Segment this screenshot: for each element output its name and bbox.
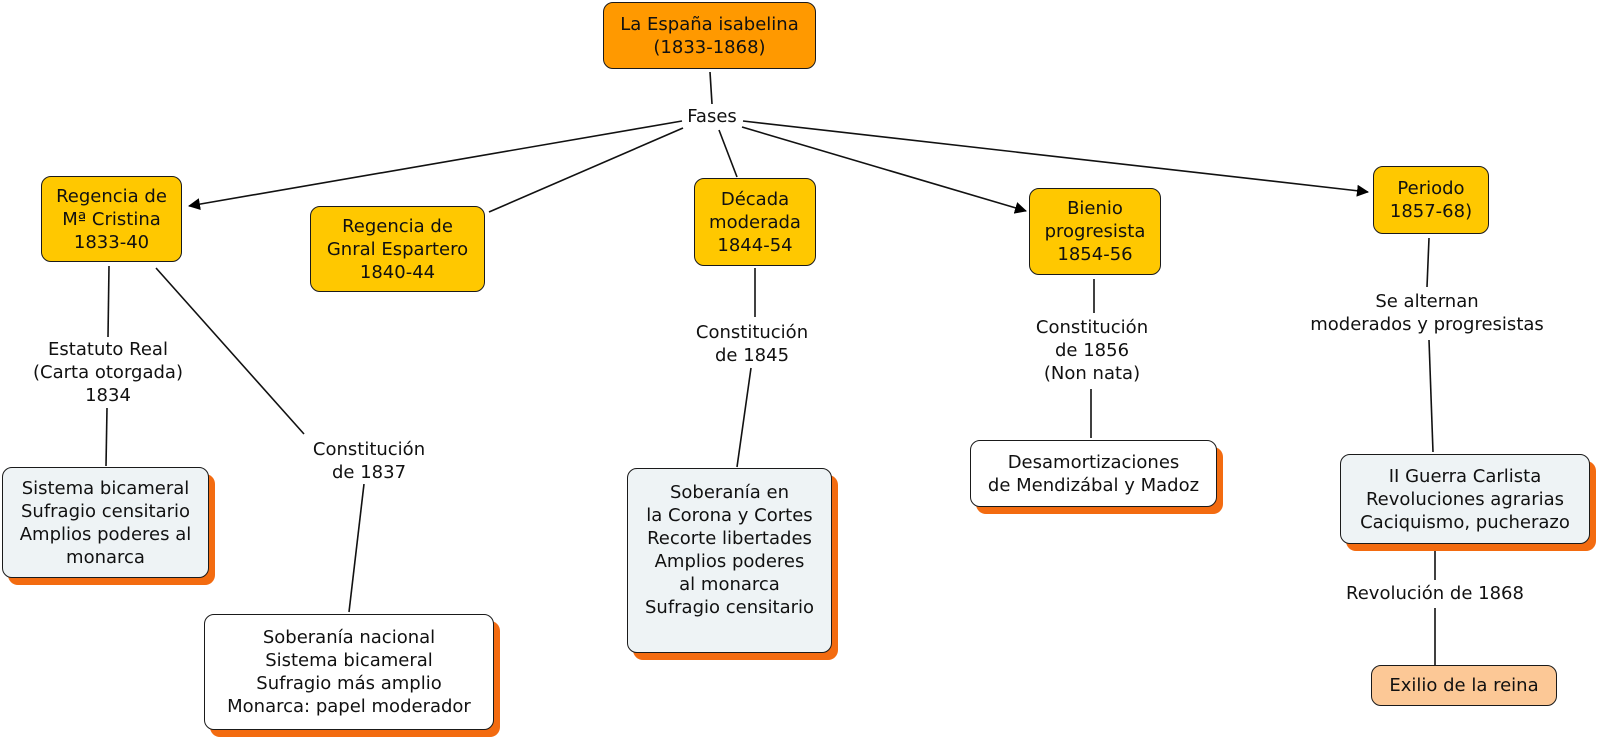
link-estatuto-detail — [105, 407, 108, 467]
detail-node-constitucion-1845[interactable]: Soberanía en la Corona y Cortes Recorte … — [627, 468, 832, 653]
link-periodo-alternan — [1426, 237, 1430, 288]
phase-node-decada-moderada[interactable]: Década moderada 1844-54 — [694, 178, 816, 266]
link-fases-periodo — [742, 120, 1369, 197]
link-label-constitucion-1845: Constitución de 1845 — [695, 321, 809, 367]
link-label-revolucion-1868: Revolución de 1868 — [1346, 582, 1524, 605]
link-label-estatuto-real: Estatuto Real (Carta otorgada) 1834 — [33, 338, 183, 407]
link-label-se-alternan: Se alternan moderados y progresistas — [1310, 290, 1544, 336]
link-cristina-estatuto — [107, 265, 110, 338]
link-label-constitucion-1856: Constitución de 1856 (Non nata) — [1035, 316, 1149, 385]
detail-node-exilio-reina[interactable]: Exilio de la reina — [1371, 665, 1557, 706]
root-title-line-2: (1833-1868) — [653, 36, 766, 58]
phase-node-regencia-espartero[interactable]: Regencia de Gnral Espartero 1840-44 — [310, 206, 485, 292]
phase-node-regencia-cristina[interactable]: Regencia de Mª Cristina 1833-40 — [41, 176, 182, 262]
link-1845-detail — [736, 367, 752, 468]
detail-node-estatuto[interactable]: Sistema bicameral Sufragio censitario Am… — [2, 467, 209, 578]
link-fases-cristina — [188, 120, 683, 211]
phase-node-bienio-progresista[interactable]: Bienio progresista 1854-56 — [1029, 188, 1161, 275]
detail-node-periodo[interactable]: II Guerra Carlista Revoluciones agrarias… — [1340, 454, 1590, 544]
link-root-fases — [709, 71, 713, 105]
link-fases-espartero — [488, 127, 684, 213]
root-node-espana-isabelina[interactable]: La España isabelina (1833-1868) — [603, 2, 816, 69]
link-label-fases: Fases — [687, 105, 737, 128]
link-1837-detail — [348, 483, 365, 613]
link-label-constitucion-1837: Constitución de 1837 — [312, 438, 426, 484]
detail-node-desamortizaciones[interactable]: Desamortizaciones de Mendizábal y Madoz — [970, 440, 1217, 507]
phase-node-periodo-1857-68[interactable]: Periodo 1857-68) — [1373, 166, 1489, 234]
link-alternan-detail — [1428, 339, 1434, 453]
root-title-line-1: La España isabelina — [620, 13, 799, 35]
link-fases-decada — [718, 129, 738, 178]
detail-node-constitucion-1837[interactable]: Soberanía nacional Sistema bicameral Suf… — [204, 614, 494, 730]
